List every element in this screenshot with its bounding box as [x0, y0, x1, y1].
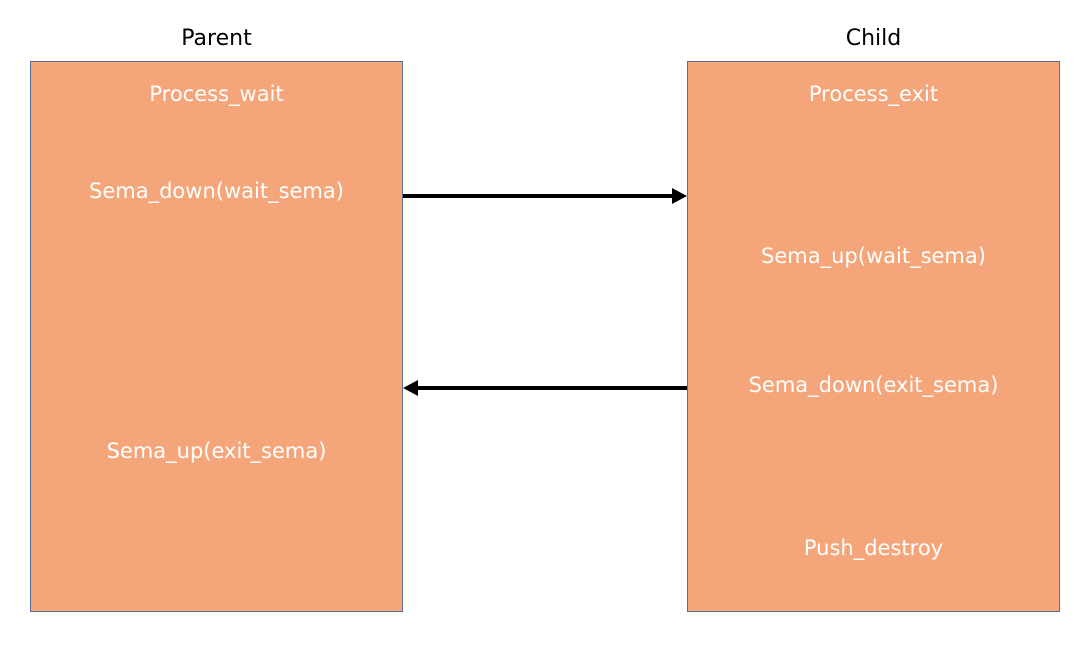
parent-title: Parent — [181, 26, 252, 51]
parent-step-sema-up-exit: Sema_up(exit_sema) — [106, 439, 327, 463]
child-step-sema-down-exit: Sema_down(exit_sema) — [748, 373, 999, 397]
child-step-sema-up-wait: Sema_up(wait_sema) — [761, 244, 986, 268]
arrow-child-to-parent — [403, 380, 687, 396]
parent-step-sema-down-wait: Sema_down(wait_sema) — [89, 179, 344, 203]
parent-step-process-wait: Process_wait — [149, 82, 284, 106]
child-title: Child — [845, 26, 902, 51]
parent-box: Process_wait Sema_down(wait_sema) Sema_u… — [30, 61, 403, 612]
arrow-parent-to-child — [403, 188, 687, 204]
child-box: Process_exit Sema_up(wait_sema) Sema_dow… — [687, 61, 1060, 612]
child-step-process-exit: Process_exit — [808, 82, 939, 106]
child-step-push-destroy: Push_destroy — [803, 536, 944, 560]
